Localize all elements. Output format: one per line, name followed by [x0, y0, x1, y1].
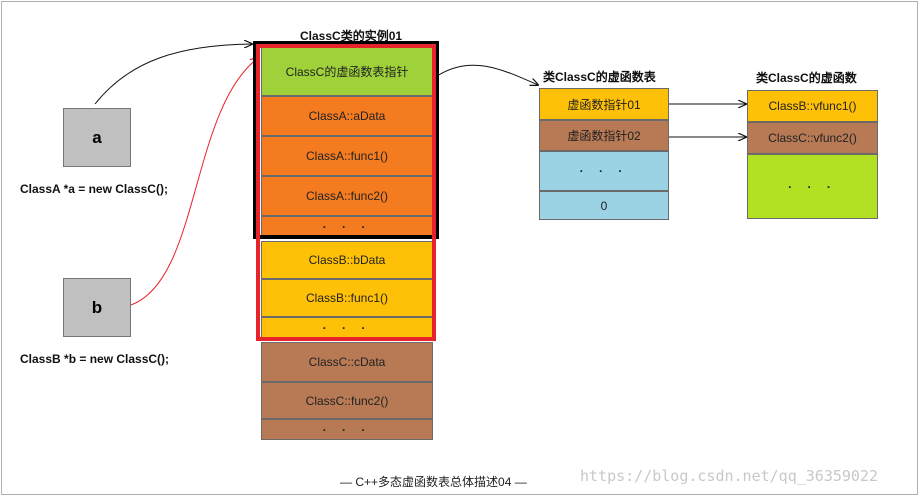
arrow-a-to-instance: [94, 44, 252, 105]
classA-func1-cell: ClassA::func1(): [261, 136, 433, 176]
classA-func2-cell: ClassA::func2(): [261, 176, 433, 216]
pointer-a-code: ClassA *a = new ClassC();: [20, 182, 168, 196]
instance-title: ClassC类的实例01: [300, 29, 403, 43]
vtable-ptr01-cell: 虚函数指针01: [539, 88, 669, 120]
classC-func2-cell: ClassC::func2(): [261, 382, 433, 419]
vfuncs-title: 类ClassC的虚函数: [756, 71, 857, 85]
arrow-b-to-classB: [130, 58, 258, 306]
vfunc-ellipsis-cell: · · ·: [747, 154, 878, 219]
vtable-terminator-cell: 0: [539, 191, 669, 220]
classA-view-highlight: [253, 41, 439, 239]
classB-view-highlight: [256, 44, 436, 341]
classC-ellipsis-cell: · · ·: [261, 419, 433, 440]
arrow-vptr-to-vtable: [436, 64, 538, 85]
vtable-ellipsis-cell: · · ·: [539, 151, 669, 191]
vfunc2-cell: ClassC::vfunc2(): [747, 122, 878, 154]
pointer-b-box: b: [63, 278, 131, 337]
pointer-b-code: ClassB *b = new ClassC();: [20, 352, 170, 366]
classC-cdata-cell: ClassC::cData: [261, 342, 433, 382]
vtable-ptr02-cell: 虚函数指针02: [539, 120, 669, 151]
classB-bdata-cell: ClassB::bData: [261, 241, 433, 279]
pointer-a-label: a: [92, 127, 102, 147]
caption: — C++多态虚函数表总体描述04 —: [340, 475, 527, 489]
vtable-title: 类ClassC的虚函数表: [543, 70, 656, 84]
pointer-b-label: b: [91, 297, 103, 317]
classB-func1-cell: ClassB::func1(): [261, 279, 433, 317]
vfunc1-cell: ClassB::vfunc1(): [747, 90, 878, 122]
pointer-a-box: a: [63, 108, 131, 167]
watermark: https://blog.csdn.net/qq_36359022: [580, 467, 879, 485]
